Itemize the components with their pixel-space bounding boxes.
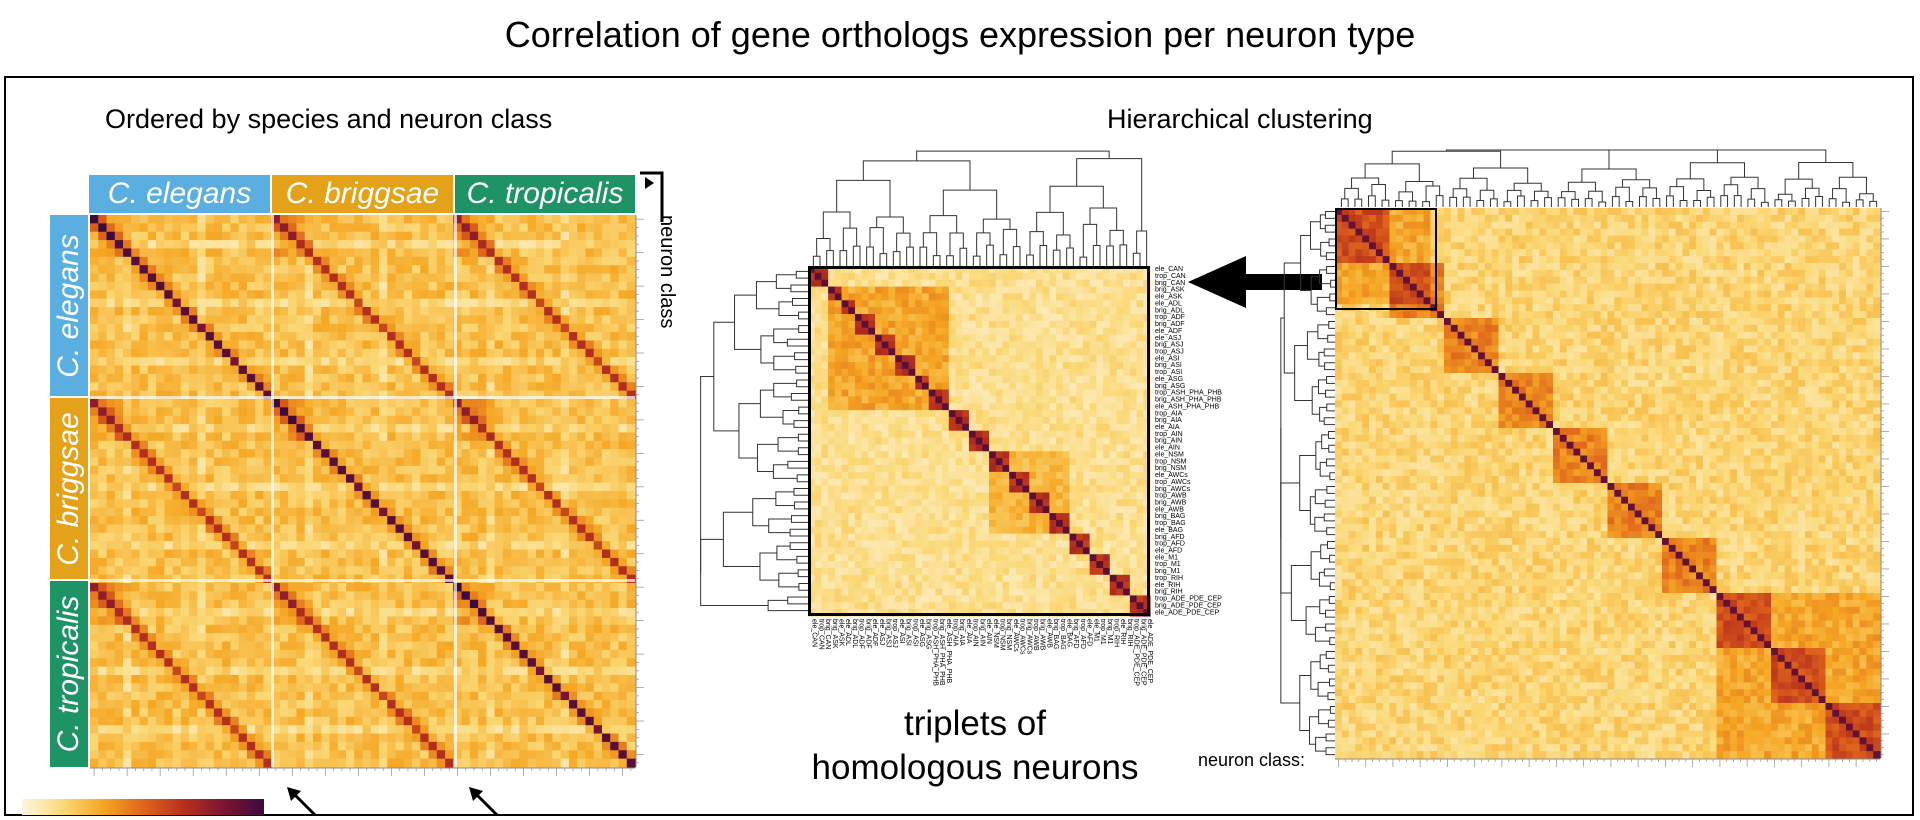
zoom-column-label: ele_ASK <box>838 619 845 647</box>
zoom-column-label: ele_AIN <box>985 619 992 644</box>
zoom-column-label: ele_ADE_PDE_CEP <box>1146 619 1153 684</box>
zoom-column-label: ele_AFD <box>1086 619 1093 646</box>
zoom-column-label: brig_ASG <box>925 619 932 649</box>
right-left-dendrogram <box>1278 208 1335 758</box>
zoom-column-label: brig_AFD <box>1072 619 1079 649</box>
zoom-column-label: trop_ASI <box>911 619 918 646</box>
zoom-column-label: brig_NSM <box>1005 619 1012 650</box>
zoom-column-label: brig_AWCs <box>1025 619 1032 655</box>
zoom-column-label: brig_RIH <box>1126 619 1133 647</box>
triplets-caption: triplets of homologous neurons <box>805 702 1145 790</box>
left-panel-subtitle: Ordered by species and neuron class <box>105 104 552 135</box>
zoom-column-label: trop_AWB <box>1032 619 1039 651</box>
species-header-tropicalis-top: C. tropicalis <box>455 175 635 213</box>
zoom-column-label: trop_AFD <box>1079 619 1086 649</box>
caption-line-1: triplets of <box>805 702 1145 746</box>
right-tick-marks <box>1335 758 1880 772</box>
zoom-column-label: ele_ASJ <box>878 619 885 645</box>
zoom-column-label: trop_AIN <box>972 619 979 647</box>
zoom-column-label: ele_NSM <box>992 619 999 648</box>
zoom-column-label: ele_ASI <box>898 619 905 644</box>
right-panel-subtitle: Hierarchical clustering <box>1107 104 1373 135</box>
zoom-column-label: trop_ASH_PHA_PHB <box>931 619 938 686</box>
zoom-row-labels: ele_CANtrop_CANbrig_CANbrig_ASKele_ASKel… <box>1153 266 1273 616</box>
right-top-dendrogram <box>1338 147 1880 207</box>
zoom-column-label: brig_M1 <box>1106 619 1113 644</box>
color-scale-bar <box>22 799 264 815</box>
zoom-column-label: brig_BAG <box>1052 619 1059 649</box>
zoom-column-label: brig_ASK <box>831 619 838 649</box>
zoom-column-label: brig_AIA <box>958 619 965 646</box>
zoom-top-dendrogram <box>810 145 1150 267</box>
diagonal-arrow-1 <box>285 785 325 820</box>
zoom-column-label: ele_M1 <box>1092 619 1099 642</box>
figure-title: Correlation of gene orthologs expression… <box>0 14 1920 56</box>
zoom-column-label: brig_ADE_PDE_CEP <box>1139 619 1146 686</box>
zoom-column-label: trop_ADF <box>858 619 865 649</box>
right-side-tick-marks <box>1880 208 1892 758</box>
zoom-column-label: brig_ADF <box>864 619 871 649</box>
neuron-class-side-label: neuron class <box>655 215 678 328</box>
species-side-label: C. elegans <box>52 234 86 377</box>
species-header-elegans-top: C. elegans <box>89 175 270 213</box>
zoom-column-label: ele_AIA <box>965 619 972 644</box>
zoom-column-label: trop_BAG <box>1059 619 1066 650</box>
left-side-tick-marks <box>635 215 647 767</box>
zoom-column-label: ele_ASG <box>918 619 925 647</box>
zoom-column-label: brig_CAN <box>824 619 831 649</box>
zoom-left-dendrogram <box>695 268 808 614</box>
species-header-briggsae-side: C. briggsae <box>50 398 88 579</box>
zoom-column-label: ele_BAG <box>1066 619 1073 647</box>
zoom-row-label: ele_ADE_PDE_CEP <box>1155 609 1220 616</box>
zoom-column-label: brig_ASJ <box>884 619 891 647</box>
zoom-column-label: ele_AWB <box>1045 619 1052 648</box>
zoom-column-label: trop_ADE_PDE_CEP <box>1133 619 1140 686</box>
zoom-column-label: trop_ASJ <box>891 619 898 648</box>
zoom-column-label: ele_AWCs <box>1012 619 1019 652</box>
diagonal-arrow-2 <box>467 785 507 820</box>
species-header-tropicalis-side: C. tropicalis <box>50 581 88 767</box>
zoom-column-label: brig_AWB <box>1039 619 1046 651</box>
zoom-column-label: brig_ASI <box>905 619 912 646</box>
species-side-label: C. briggsae <box>52 412 86 565</box>
zoom-column-label: trop_AIA <box>952 619 959 647</box>
species-side-label: C. tropicalis <box>52 596 86 753</box>
zoom-column-label: ele_RIH <box>1119 619 1126 644</box>
zoom-column-label: trop_M1 <box>1099 619 1106 645</box>
zoom-column-label: brig_ADL <box>851 619 858 648</box>
zoom-column-label: trop_AWCs <box>1019 619 1026 655</box>
zoom-correlation-heatmap <box>808 266 1150 616</box>
zoom-column-label: ele_ASH_PHA_PHB <box>945 619 952 684</box>
zoom-column-label: trop_NSM <box>998 619 1005 651</box>
zoom-column-label: brig_AIN <box>978 619 985 646</box>
caption-line-2: homologous neurons <box>805 746 1145 790</box>
neuron-class-label: neuron class: <box>1198 750 1305 771</box>
zoom-column-label: brig_ASH_PHA_PHB <box>938 619 945 686</box>
zoom-column-label: trop_RIH <box>1112 619 1119 647</box>
left-tick-marks <box>90 767 635 781</box>
species-header-elegans-side: C. elegans <box>50 215 88 396</box>
zoom-column-label: ele_ADF <box>871 619 878 646</box>
zoom-column-label: ele_CAN <box>811 619 818 647</box>
left-correlation-heatmap <box>90 215 635 767</box>
species-header-briggsae-top: C. briggsae <box>272 175 453 213</box>
zoom-column-label: ele_ADL <box>844 619 851 646</box>
zoom-column-label: trop_CAN <box>817 619 824 650</box>
right-correlation-heatmap <box>1335 208 1880 758</box>
